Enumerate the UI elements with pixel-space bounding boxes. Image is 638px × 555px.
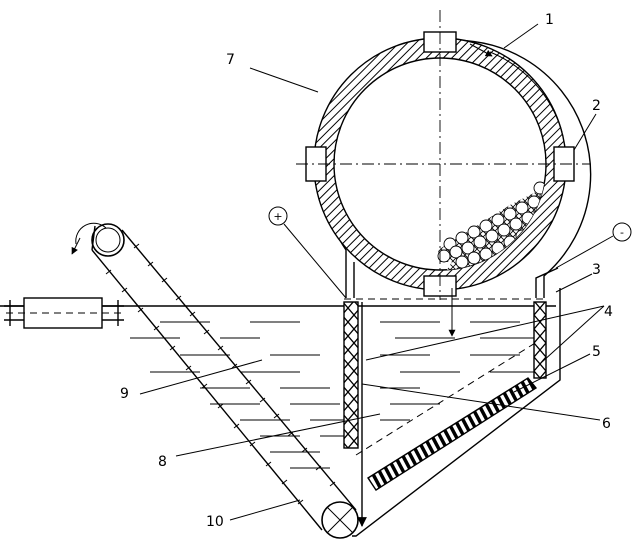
label-1: 1 [545,12,554,28]
liquid-hatching [130,322,540,468]
label-2: 2 [592,98,601,114]
svg-text:-: - [620,226,624,239]
label-3: 3 [592,262,601,278]
label-5: 5 [592,344,601,360]
unloading-roller [4,298,126,328]
label-7: 7 [226,52,235,68]
anodes [344,302,546,448]
label-4: 4 [604,304,613,320]
label-9: 9 [120,386,129,402]
svg-text:+: + [273,210,282,223]
label-8: 8 [158,454,167,470]
bath-wall [352,288,560,536]
label-6: 6 [602,416,611,432]
inclined-conveyor [72,223,358,538]
label-10: 10 [206,514,224,530]
rotating-drum [296,10,590,300]
